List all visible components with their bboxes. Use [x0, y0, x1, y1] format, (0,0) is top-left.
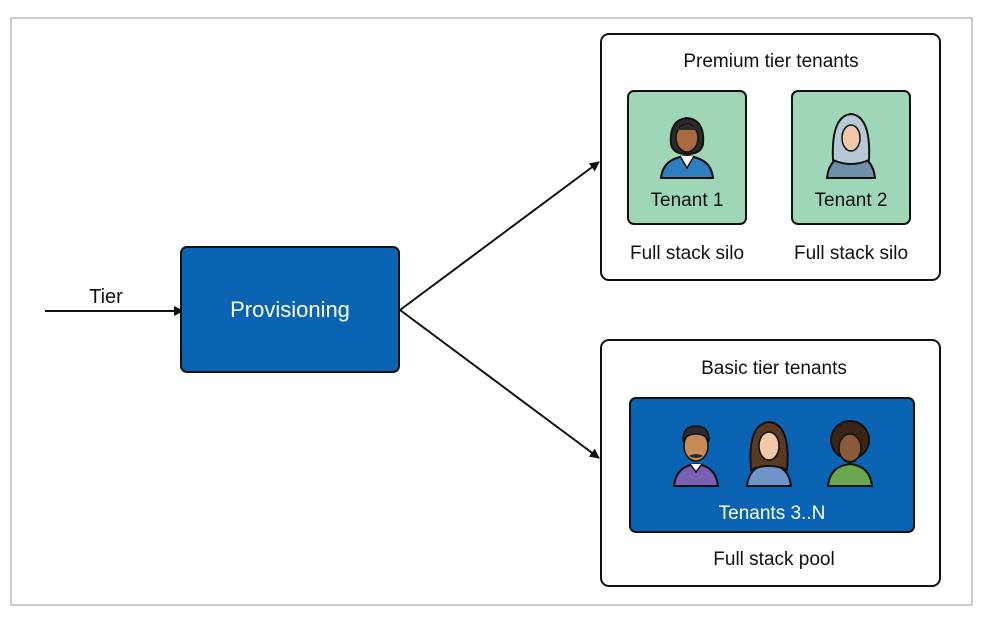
- woman-long-hair-avatar-icon: [745, 420, 793, 487]
- tenant-2-label: Tenant 2: [815, 190, 888, 211]
- tenant-pool-label: Tenants 3..N: [719, 503, 826, 524]
- man-curly-hair-avatar-icon: [826, 420, 874, 487]
- man-mustache-avatar-icon: [672, 425, 720, 487]
- woman-hijab-avatar-icon: [825, 112, 877, 179]
- provisioning-label: Provisioning: [230, 297, 350, 322]
- tenant-1-label: Tenant 1: [651, 190, 724, 211]
- tier-label: Tier: [89, 286, 123, 308]
- premium-tier-title: Premium tier tenants: [683, 51, 858, 72]
- arrow-to-premium: [399, 161, 600, 311]
- provisioning-box: [180, 246, 400, 373]
- tenant-1-caption: Full stack silo: [630, 243, 744, 264]
- tenant-2-caption: Full stack silo: [794, 243, 908, 264]
- basic-tier-title: Basic tier tenants: [701, 358, 847, 379]
- arrow-to-basic: [399, 309, 600, 459]
- basic-tier-caption: Full stack pool: [713, 549, 834, 570]
- woman-avatar-icon: [659, 116, 715, 179]
